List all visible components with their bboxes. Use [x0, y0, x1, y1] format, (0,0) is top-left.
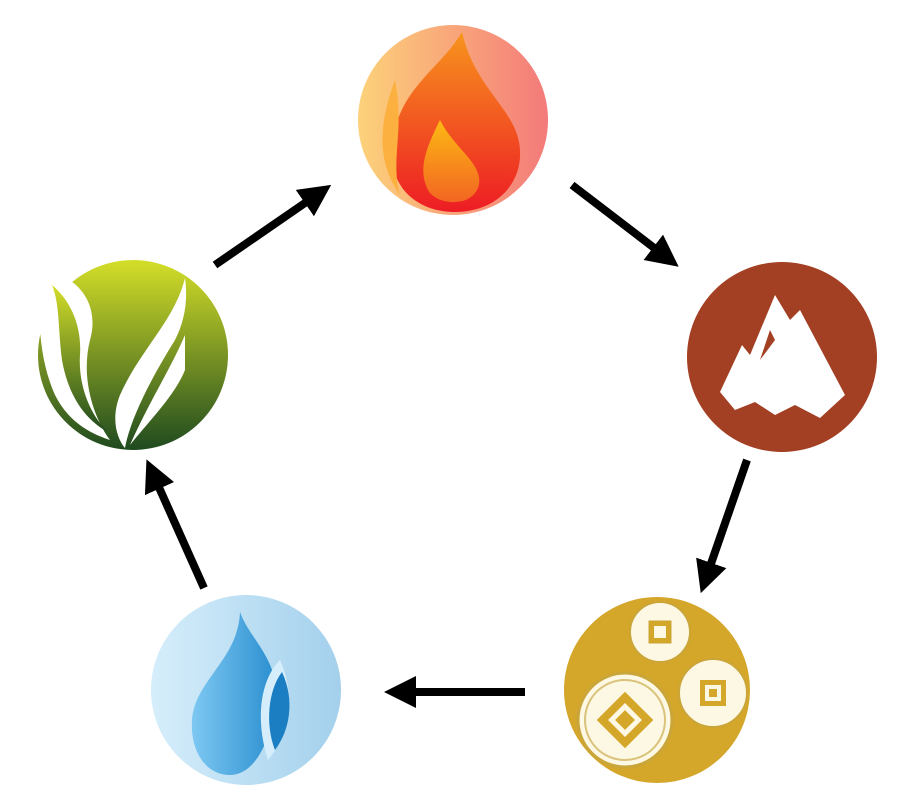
wood-node — [38, 260, 228, 450]
coins-icon — [576, 601, 748, 769]
water-drop-icon — [191, 612, 290, 775]
arrow-earth-to-metal — [696, 458, 751, 594]
arrow-fire-to-earth — [569, 181, 679, 267]
metal-node — [564, 597, 750, 783]
leaf-icon — [38, 268, 187, 448]
arrow-water-to-wood — [144, 459, 208, 590]
arrow-wood-to-fire — [212, 184, 332, 269]
flame-icon — [382, 32, 521, 212]
water-node — [151, 595, 341, 785]
earth-node — [687, 262, 877, 452]
fire-node — [358, 25, 548, 215]
mountain-icon — [720, 295, 845, 418]
